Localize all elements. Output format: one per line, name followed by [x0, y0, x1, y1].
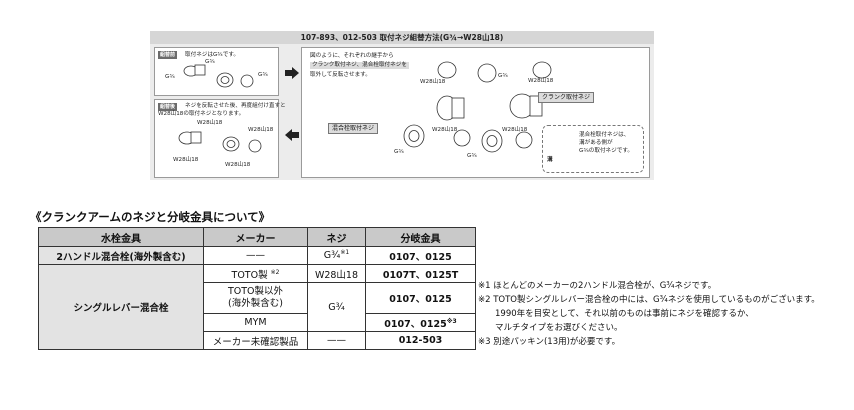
w28-label: W28山18 — [248, 127, 274, 133]
thread-cell: —— — [307, 331, 366, 350]
fittings-after-illustration — [178, 131, 262, 153]
w28-label: W28山18 — [502, 127, 528, 133]
step1-box: 組替前 取付ネジはG¾です。 G¾ G¾ G¾ — [154, 47, 279, 96]
note-marker: ※3 — [446, 317, 457, 325]
footnote: ※3 別途パッキン(13用)が必要です。 — [478, 337, 621, 347]
footnotes: ※1 ほとんどのメーカーの2ハンドル混合栓が、G¾ネジです。 ※2 TOTO製シ… — [478, 279, 820, 349]
g34-label: G¾ — [394, 149, 404, 155]
fitting-cell: 0107T、0125T — [365, 264, 476, 283]
thread-cell: G¾ — [307, 282, 366, 332]
fitting-cell: 0107、0125 — [365, 282, 476, 314]
g34-label: G¾ — [467, 153, 477, 159]
callout-text: 溝がある側が — [579, 140, 613, 146]
section-heading: 《クランクアームのネジと分岐金具について》 — [30, 210, 271, 224]
maker-value: TOTO製 — [231, 269, 268, 281]
crank-nut-label: クランク取付ネジ — [538, 92, 595, 103]
maker-cell: メーカー未確認製品 — [203, 331, 308, 350]
instruction-box: 図のように、それぞれの継手から クランク取付ネジ、混合栓取付ネジを 取外して反転… — [301, 47, 650, 178]
note-marker: ※2 — [270, 268, 280, 276]
table-row: シングルレバー混合栓 TOTO製 ※2 W28山18 0107T、0125T — [38, 264, 476, 350]
mixer-nut-label: 混合栓取付ネジ — [328, 123, 379, 134]
g34-label: G¾ — [165, 74, 175, 80]
callout-text: G¾の取付ネジです。 — [579, 148, 633, 154]
table-header-row: 水栓金具 メーカー ネジ 分岐金具 — [38, 227, 476, 247]
callout-text: 混合栓取付ネジは、 — [579, 132, 630, 138]
note-marker: ※1 — [340, 249, 350, 256]
thread-cell: G¾※1 — [307, 246, 366, 265]
maker-line: (海外製含む) — [228, 298, 283, 309]
header-thread: ネジ — [307, 227, 366, 247]
groove-label: 溝 — [547, 157, 553, 163]
w28-label: W28山18 — [173, 157, 199, 163]
header-faucet: 水栓金具 — [38, 227, 204, 247]
faucet-cell: 2ハンドル混合栓(海外製含む) — [38, 246, 204, 265]
step2-text: ネジを反転させた後、再度組付け直すと — [185, 103, 286, 109]
fitting-disassembly-illustration — [403, 61, 578, 155]
maker-line: TOTO製以外 — [227, 286, 284, 297]
g34-label: G¾ — [258, 72, 268, 78]
header-fitting: 分岐金具 — [365, 227, 476, 247]
fitting-value: 0107、0125 — [384, 318, 447, 330]
footnote: ※1 ほとんどのメーカーの2ハンドル混合栓が、G¾ネジです。 — [478, 281, 717, 291]
step2-box: 組替後 ネジを反転させた後、再度組付け直すと W28山18の取付ネジとなります。… — [154, 99, 286, 178]
instruction-text: 取外して反転させます。 — [310, 72, 371, 78]
table-row: 2ハンドル混合栓(海外製含む) —— G¾※1 0107、0125 — [38, 246, 476, 265]
fitting-cell: 012-503 — [365, 331, 476, 350]
g34-label: G¾ — [498, 73, 508, 79]
fitting-cell: 0107、0125 — [365, 246, 476, 265]
step2-badge: 組替後 — [158, 103, 178, 111]
footnote: マルチタイプをお選びください。 — [495, 323, 623, 333]
arrow-left-icon — [285, 129, 299, 141]
footnote: ※2 TOTO製シングルレバー混合栓の中には、G¾ネジを使用しているものがござい… — [478, 295, 820, 305]
maker-cell: —— — [203, 246, 308, 265]
w28-label: W28山18 — [420, 79, 446, 85]
w28-label: W28山18 — [528, 78, 554, 84]
step2-text: W28山18の取付ネジとなります。 — [158, 111, 245, 117]
maker-cell: TOTO製 ※2 — [203, 264, 308, 283]
table-row: TOTO製以外(海外製含む) G¾ 0107、0125 — [39, 282, 476, 332]
fitting-cell: 0107、0125※3 — [365, 313, 476, 332]
table-row: メーカー未確認製品 —— 012-503 — [39, 331, 476, 350]
diagram-title: 107-893、012-503 取付ネジ組替方法(G¾→W28山18) — [150, 31, 654, 44]
maker-cell: MYM — [203, 313, 308, 332]
arrow-right-icon — [285, 67, 299, 79]
g34-label: G¾ — [205, 59, 215, 65]
w28-label: W28山18 — [432, 127, 458, 133]
footnote: 1990年を目安として、それ以前のものは事前にネジを確認するか、 — [495, 309, 754, 319]
step1-badge: 組替前 — [158, 51, 178, 59]
maker-cell: TOTO製以外(海外製含む) — [203, 282, 308, 314]
w28-label: W28山18 — [225, 162, 251, 168]
header-maker: メーカー — [203, 227, 308, 247]
diagram-panel: 組替前 取付ネジはG¾です。 G¾ G¾ G¾ 組替後 ネジを反転させた後、再度… — [150, 44, 654, 180]
instruction-text: クランク取付ネジ、混合栓取付ネジを — [310, 62, 409, 69]
instruction-text: 図のように、それぞれの継手から — [310, 53, 394, 59]
thread-cell: W28山18 — [307, 264, 366, 283]
thread-value: G¾ — [323, 250, 341, 261]
w28-label: W28山18 — [197, 120, 223, 126]
spec-table: 水栓金具 メーカー ネジ 分岐金具 2ハンドル混合栓(海外製含む) —— G¾※… — [38, 227, 476, 350]
callout-box: 混合栓取付ネジは、 溝がある側が G¾の取付ネジです。 溝 — [542, 125, 644, 173]
step1-text: 取付ネジはG¾です。 — [185, 52, 239, 58]
fittings-before-illustration — [183, 64, 254, 88]
group-cell: シングルレバー混合栓 — [38, 264, 204, 350]
